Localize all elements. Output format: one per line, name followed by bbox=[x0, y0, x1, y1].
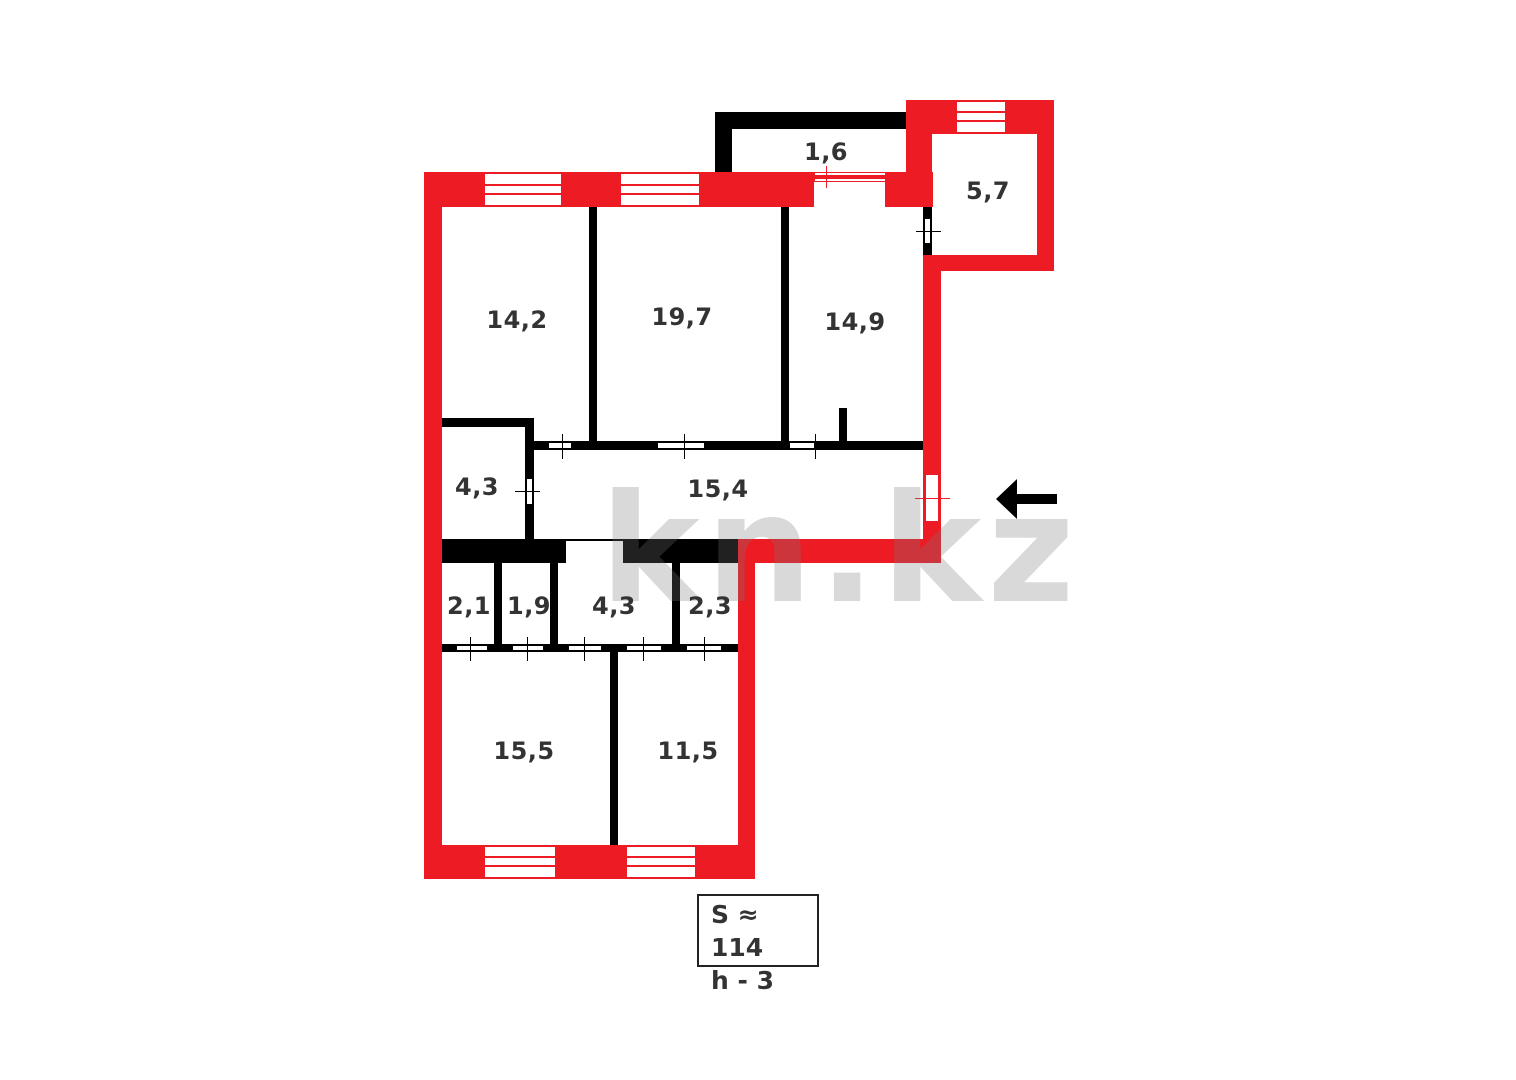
exterior-wall-left bbox=[424, 172, 442, 879]
balcony-wall-top bbox=[715, 112, 906, 129]
room-label-small-1: 2,1 bbox=[446, 592, 492, 620]
corridor-opening bbox=[566, 541, 623, 563]
loggia-wall-right bbox=[1037, 100, 1054, 271]
room-label-small-3: 4,3 bbox=[591, 592, 637, 620]
door-small-2 bbox=[512, 645, 544, 651]
door-room-14-2 bbox=[548, 442, 572, 449]
door-small-2-tick bbox=[527, 637, 528, 661]
balcony-door bbox=[814, 172, 886, 182]
door-room-14-2-tick bbox=[562, 434, 563, 459]
exterior-wall-top bbox=[424, 172, 814, 207]
room-label-top-left: 14,2 bbox=[486, 306, 548, 334]
door-small-1-tick bbox=[470, 637, 471, 661]
wall-small-2 bbox=[550, 563, 558, 648]
door-small-3a-tick bbox=[584, 637, 585, 661]
storage-wall-top bbox=[442, 418, 534, 427]
room-label-bottom-right: 11,5 bbox=[657, 737, 719, 765]
wall-top-1 bbox=[589, 207, 597, 445]
loggia-wall-bottom bbox=[923, 255, 1054, 271]
loggia-door-tick bbox=[916, 231, 941, 232]
wall-stub bbox=[839, 408, 847, 445]
wall-top-2 bbox=[781, 207, 789, 445]
door-small-3b bbox=[626, 645, 662, 651]
exterior-wall-right-lower bbox=[738, 539, 755, 879]
exterior-wall-step bbox=[738, 539, 941, 563]
exterior-wall-bottom bbox=[424, 845, 755, 879]
window-bottom-1 bbox=[484, 846, 556, 878]
door-small-1 bbox=[456, 645, 488, 651]
arrow-left-icon bbox=[996, 479, 1057, 519]
door-room-19-7 bbox=[657, 442, 705, 449]
room-label-small-4: 2,3 bbox=[687, 592, 733, 620]
total-area: S ≈ 114 bbox=[711, 900, 764, 962]
room-label-balcony: 1,6 bbox=[803, 138, 849, 166]
window-top-1 bbox=[484, 173, 562, 206]
watermark: kn.kz bbox=[600, 463, 1081, 637]
window-loggia bbox=[956, 101, 1006, 133]
door-room-19-7-tick bbox=[684, 434, 685, 459]
area-legend: S ≈ 114 h - 3 bbox=[697, 894, 819, 995]
door-small-4-tick bbox=[704, 637, 705, 661]
balcony-door-tick bbox=[826, 166, 827, 188]
room-label-loggia: 5,7 bbox=[965, 177, 1011, 205]
room-label-top-middle: 19,7 bbox=[651, 303, 713, 331]
door-small-3b-tick bbox=[643, 637, 644, 661]
window-top-2 bbox=[620, 173, 700, 206]
room-label-storage: 4,3 bbox=[454, 473, 500, 501]
room-label-bottom-left: 15,5 bbox=[493, 737, 555, 765]
room-label-corridor: 15,4 bbox=[687, 475, 749, 503]
room-label-top-right: 14,9 bbox=[824, 308, 886, 336]
door-room-14-9-tick bbox=[815, 434, 816, 459]
door-room-14-9 bbox=[789, 442, 815, 449]
window-bottom-2 bbox=[626, 846, 696, 878]
door-storage-tick bbox=[515, 491, 540, 492]
door-small-3a bbox=[568, 645, 602, 651]
wall-small-3 bbox=[672, 563, 680, 648]
corridor-wall-top bbox=[527, 441, 923, 450]
room-label-small-2: 1,9 bbox=[506, 592, 552, 620]
ceiling-height: h - 3 bbox=[711, 966, 774, 995]
loggia-wall-left bbox=[906, 100, 932, 207]
wall-small-1 bbox=[494, 563, 502, 648]
wall-bottom-divider bbox=[610, 652, 618, 845]
entrance-door-tick bbox=[915, 498, 950, 499]
